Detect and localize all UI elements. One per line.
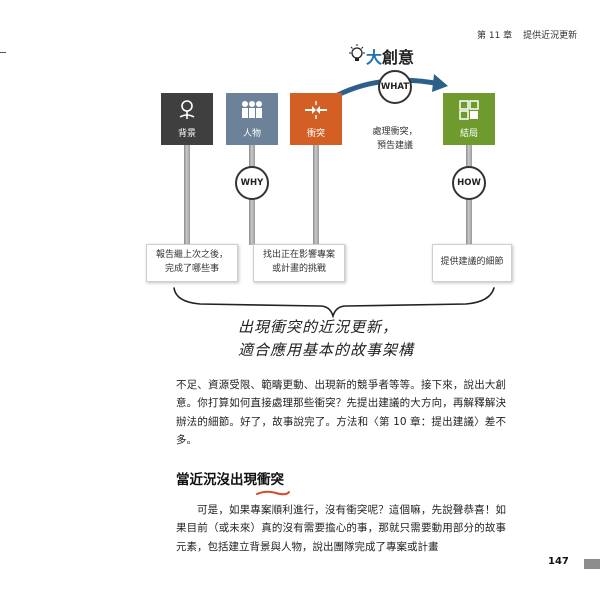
arrows-collide-icon bbox=[305, 101, 327, 119]
chapter-title: 提供近況更新 bbox=[523, 31, 578, 41]
big-idea-label: 大創意 bbox=[366, 44, 414, 68]
puzzle-icon bbox=[459, 100, 479, 120]
big-idea-rest: 創意 bbox=[382, 48, 415, 67]
body-paragraph: 不足、資源受限、範疇更動、出現新的競爭者等等。接下來，說出大創意。你打算如何直接… bbox=[176, 379, 506, 447]
note-line: 或計畫的挑戰 bbox=[271, 264, 326, 274]
note-line: 報告繼上次之後， bbox=[155, 250, 228, 261]
note-setting: 報告繼上次之後， 完成了哪些事 bbox=[146, 244, 238, 282]
people-icon bbox=[242, 101, 262, 118]
brace-icon bbox=[173, 287, 495, 318]
why-bubble: WHY bbox=[235, 166, 269, 200]
compass-icon bbox=[179, 100, 195, 119]
how-bubble: HOW bbox=[452, 166, 486, 200]
what-note: 處理衝突， 預告建議 bbox=[357, 120, 433, 160]
sign-resolution: 結局 bbox=[443, 93, 495, 145]
handwritten-line: 出現衝突的近況更新， bbox=[238, 318, 399, 336]
sign-label: 衝突 bbox=[306, 129, 325, 139]
sign-label: 背景 bbox=[177, 129, 196, 139]
page-number: 147 bbox=[548, 556, 569, 567]
margin-mark bbox=[0, 52, 6, 53]
what-bubble: WHAT bbox=[378, 70, 412, 104]
note-conflict: 找出正在影響專案 或計畫的挑戰 bbox=[253, 244, 345, 282]
note-resolution: 提供建議的細節 bbox=[432, 244, 512, 282]
chapter-number: 第 11 章 bbox=[477, 31, 513, 41]
sign-conflict: 衝突 bbox=[290, 93, 342, 145]
pole-conflict bbox=[313, 145, 319, 245]
handwritten-line: 適合應用基本的故事架構 bbox=[238, 340, 415, 359]
sign-characters: 人物 bbox=[226, 93, 278, 145]
note-line: 找出正在影響專案 bbox=[262, 250, 335, 261]
page-tab bbox=[584, 559, 600, 569]
big-idea-prefix: 大 bbox=[366, 48, 383, 67]
section-heading: 當近況沒出現衝突 bbox=[176, 472, 284, 488]
lightbulb-icon bbox=[349, 44, 365, 61]
note-line: 處理衝突， bbox=[372, 127, 418, 138]
note-line: 提供建議的細節 bbox=[440, 257, 504, 268]
pole-setting bbox=[184, 145, 190, 245]
handwritten-caption: 出現衝突的近況更新， 適合應用基本的故事架構 bbox=[238, 316, 414, 361]
sign-setting: 背景 bbox=[161, 93, 213, 145]
heading-underline bbox=[256, 490, 290, 496]
note-line: 完成了哪些事 bbox=[164, 264, 219, 274]
body-paragraph: 可是，如果專案順利進行，沒有衝突呢？這個嘛，先說聲恭喜！如果目前（或未來）真的沒… bbox=[176, 504, 506, 553]
note-line: 預告建議 bbox=[376, 141, 413, 151]
sign-label: 結局 bbox=[459, 129, 478, 139]
running-header: 第 11 章 提供近況更新 bbox=[477, 28, 577, 41]
sign-label: 人物 bbox=[242, 129, 261, 139]
